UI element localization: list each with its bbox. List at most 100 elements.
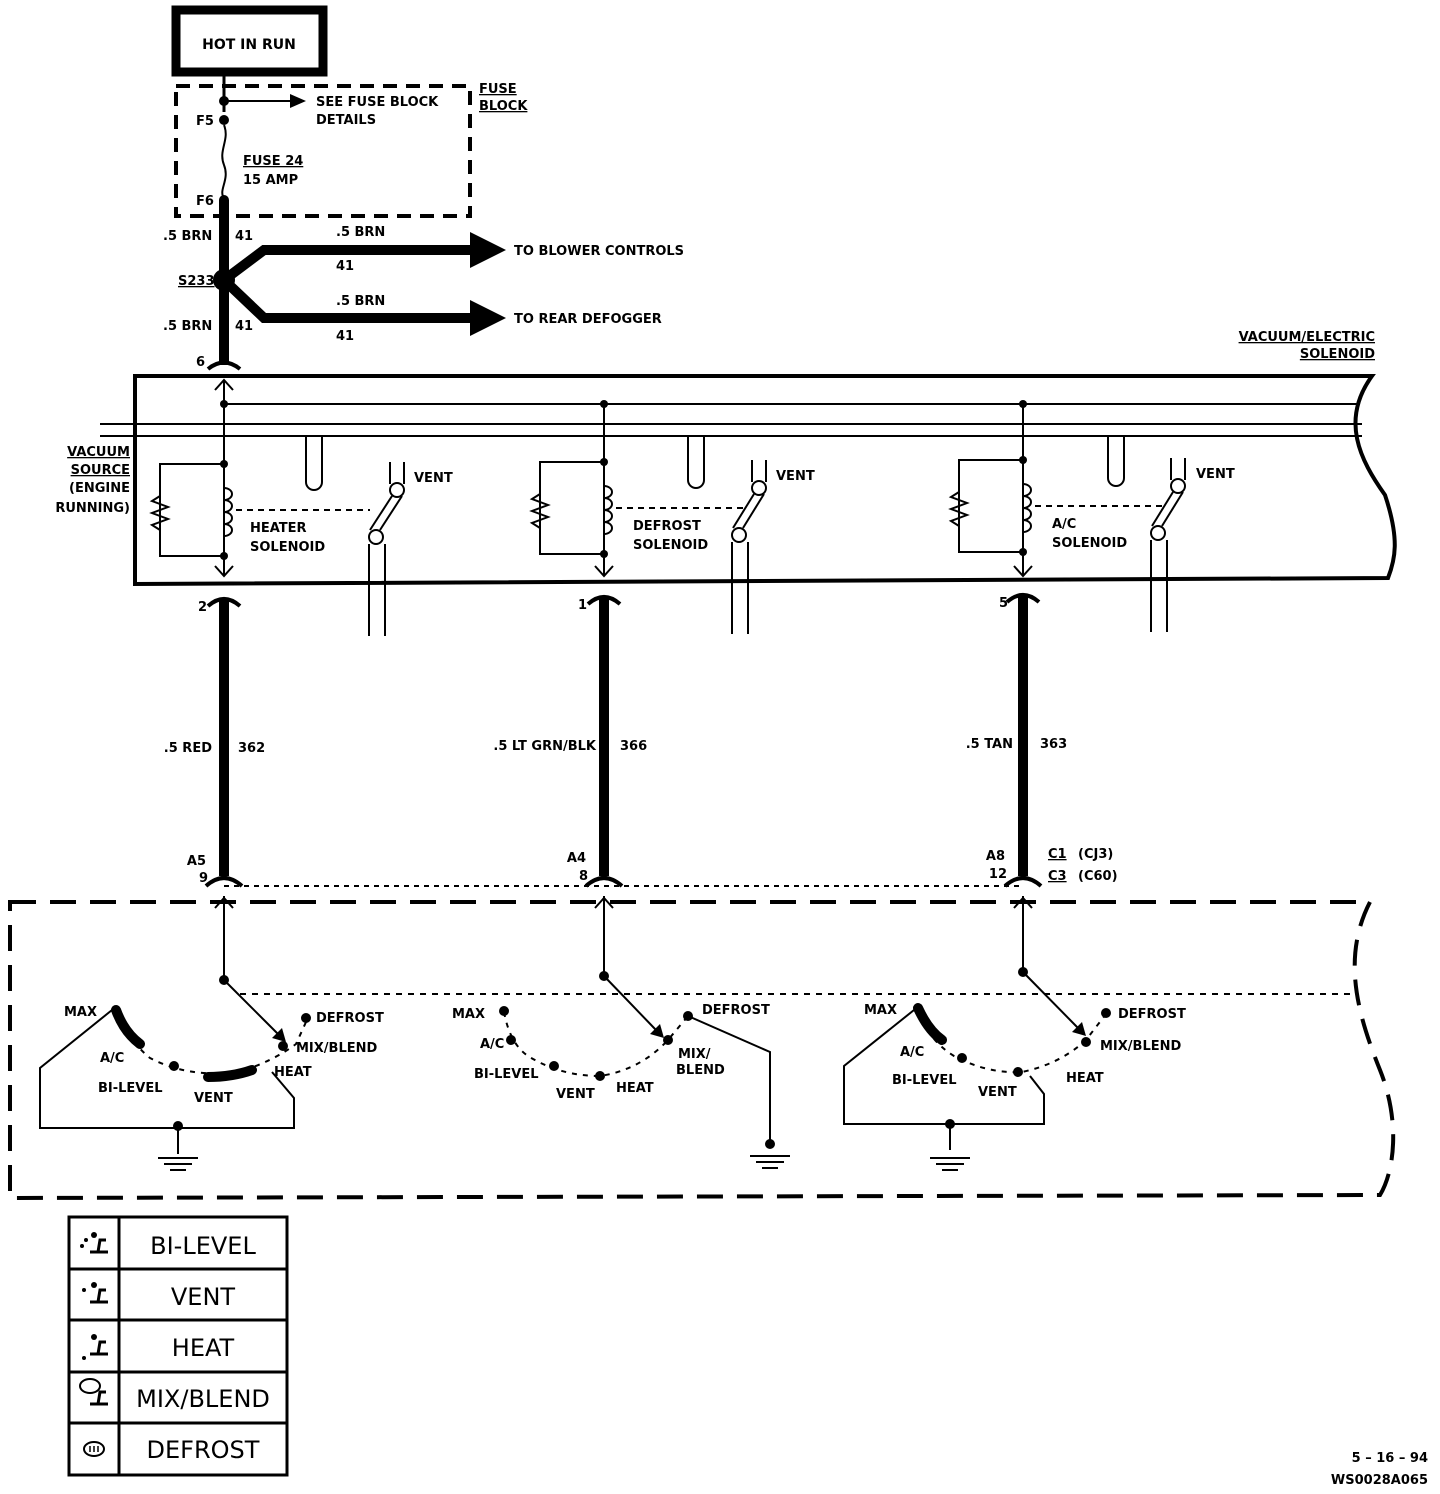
sw3-vent: VENT [978,1085,1017,1100]
defrost-solenoid-label-1: DEFROST [633,519,701,534]
feed-bottom-circuit: 41 [235,319,253,334]
legend-heat: HEAT [172,1334,235,1362]
sw2-bilevel: BI-LEVEL [474,1067,539,1082]
wire-366-circuit: 366 [620,739,647,754]
sw1-defrost: DEFROST [316,1011,384,1026]
defrost-vent-label: VENT [776,469,815,484]
sw3-mixblend: MIX/BLEND [1100,1039,1181,1054]
heater-solenoid-label-2: SOLENOID [250,540,325,555]
terminal-f5-label: F5 [196,114,214,129]
heater-switch-vent-arc [203,1065,257,1082]
branch-blower-circuit: 41 [336,259,354,274]
hot-in-run-label: HOT IN RUN [202,37,296,53]
sw2-ac: A/C [480,1037,504,1052]
branch-blower-dest: TO BLOWER CONTROLS [514,244,684,259]
conn-c3-label: C3 [1048,869,1067,884]
sw3-defrost: DEFROST [1118,1007,1186,1022]
connector-6-label: 6 [196,355,205,370]
wire-363: 5 .5 TAN 363 A8 12 C1 (CJ3) C3 (C60) [966,593,1118,888]
defrost-solenoid: DEFROST SOLENOID VENT [529,404,815,634]
conn-8-label: 8 [579,869,588,884]
sw3-bilevel: BI-LEVEL [892,1073,957,1088]
footer-code: WS0028A065 [1331,1473,1428,1488]
heater-switch-max-arc [111,1005,145,1049]
sw1-bilevel: BI-LEVEL [98,1081,163,1096]
sw2-heat: HEAT [616,1081,654,1096]
legend-mixblend: MIX/BLEND [136,1385,270,1413]
fuse-name: FUSE 24 [243,154,303,169]
fuse-block: FUSE BLOCK SEE FUSE BLOCK DETAILS F5 FUS… [174,72,528,218]
ac-solenoid-label-1: A/C [1052,517,1076,532]
splice-label: S233 [178,274,215,289]
sw1-ac: A/C [100,1051,124,1066]
control-head: MAX A/C BI-LEVEL VENT HEAT MIX/BLEND DEF… [8,896,1396,1201]
sw3-max: MAX [864,1003,897,1018]
fuse-element [221,124,227,199]
see-details-2: DETAILS [316,113,376,128]
heater-solenoid: HEATER SOLENOID VENT [149,404,453,636]
solenoid-title-1: VACUUM/ELECTRIC [1239,330,1375,345]
ac-resistor [948,491,970,527]
control-head-outline [8,900,1396,1201]
legend-defrost: DEFROST [147,1436,260,1464]
branch-defog-dest: TO REAR DEFOGGER [514,312,662,327]
conn-12-label: 12 [989,867,1007,882]
sw1-vent: VENT [194,1091,233,1106]
ac-coil [1022,483,1032,533]
pin-5-label: 5 [999,596,1008,611]
see-details-arrow [290,94,306,108]
fuse-block-label-2: BLOCK [479,99,528,114]
heater-solenoid-label-1: HEATER [250,521,307,536]
vacuum-source-2: SOURCE [71,463,130,478]
heater-vacuum-port [305,436,323,491]
wire-362-circuit: 362 [238,741,265,756]
defrost-resistor [529,493,551,529]
sw2-mix: MIX/ [678,1047,711,1062]
vacuum-source-4: RUNNING) [55,501,130,516]
feed-circuit: .5 BRN 41 S233 .5 BRN 41 .5 BRN 41 TO BL… [163,200,684,371]
sw2-defrost: DEFROST [702,1003,770,1018]
branch-defog-wire [220,276,472,323]
conn-a4-label: A4 [567,851,586,866]
branch-blower-wire [221,245,472,284]
pin-1-label: 1 [578,598,587,613]
hot-in-run-box: HOT IN RUN [171,5,328,77]
ac-switch-max-arc [913,1003,947,1045]
conn-a8-label: A8 [986,849,1005,864]
solenoid-title-2: SOLENOID [1300,347,1375,362]
sw1-max: MAX [64,1005,97,1020]
heat-icon [82,1334,108,1360]
branch-defog-gauge: .5 BRN [336,294,385,309]
wire-362: 2 .5 RED 362 A5 9 [164,597,265,888]
vacuum-source-3: (ENGINE [69,481,130,496]
vent-icon [82,1282,108,1304]
ac-vacuum-port [1107,436,1125,487]
defrost-solenoid-label-2: SOLENOID [633,538,708,553]
terminal-f6-label: F6 [196,194,214,209]
defrost-icon [83,1441,105,1457]
fuse-rating: 15 AMP [243,173,298,188]
sw3-ac: A/C [900,1045,924,1060]
wire-363-gauge: .5 TAN [966,737,1013,752]
ac-vent-label: VENT [1196,467,1235,482]
feed-bottom-gauge: .5 BRN [163,319,212,334]
defrost-coil [603,485,613,535]
vacuum-source-1: VACUUM [67,445,130,460]
see-details-1: SEE FUSE BLOCK [316,95,439,110]
branch-defog-circuit: 41 [336,329,354,344]
bilevel-icon [80,1232,108,1254]
legend-vent: VENT [171,1283,236,1311]
sw3-heat: HEAT [1066,1071,1104,1086]
branch-defog-arrow [470,300,506,336]
conn-a5-label: A5 [187,854,206,869]
conn-c3-desc: (C60) [1078,869,1118,884]
ac-solenoid: A/C SOLENOID VENT [948,404,1235,632]
mode-switch-defrost: MAX A/C BI-LEVEL VENT HEAT MIX/ BLEND DE… [452,896,790,1169]
legend-bilevel: BI-LEVEL [150,1232,256,1260]
heater-resistor [149,495,171,531]
mode-switch-heater: MAX A/C BI-LEVEL VENT HEAT MIX/BLEND DEF… [39,896,384,1171]
footer-date: 5 – 16 – 94 [1352,1451,1428,1466]
sw2-blend: BLEND [676,1063,725,1078]
heater-vent-label: VENT [414,471,453,486]
sw2-vent: VENT [556,1087,595,1102]
